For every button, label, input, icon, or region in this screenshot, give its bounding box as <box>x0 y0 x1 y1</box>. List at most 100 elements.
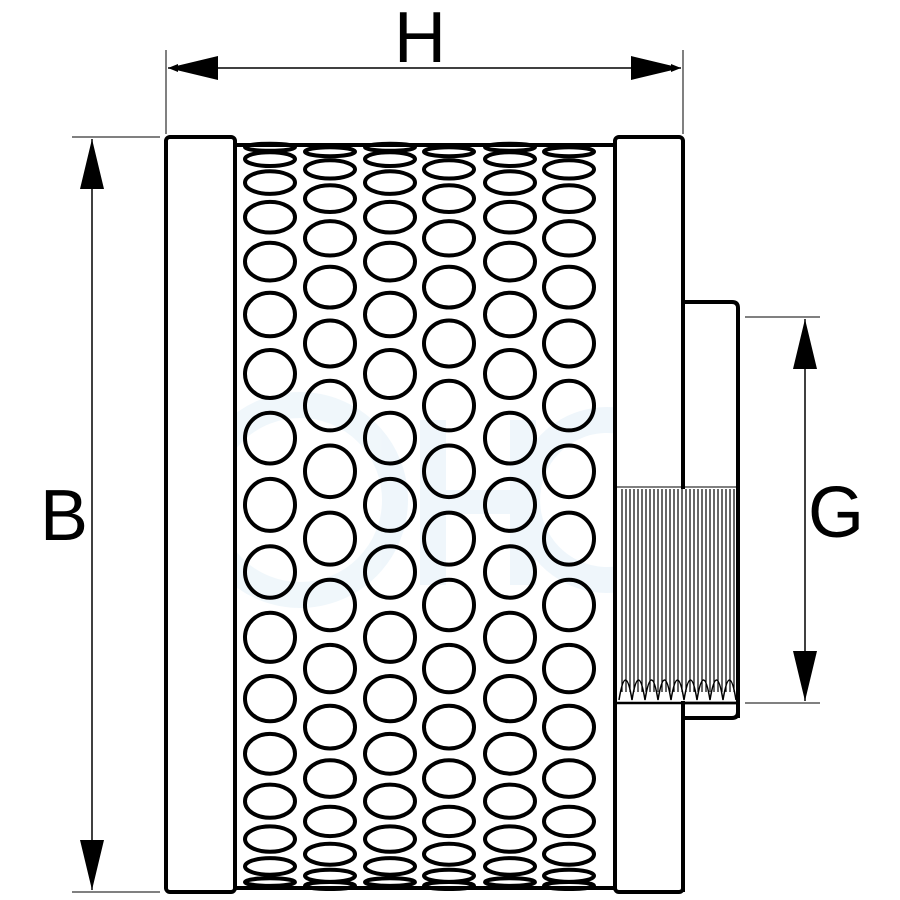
perforated-mesh <box>235 141 615 891</box>
left-end-cap <box>164 135 237 894</box>
thread-crests <box>618 679 737 701</box>
mesh-hole <box>542 158 596 181</box>
mesh-hole <box>542 443 596 500</box>
mesh-hole <box>483 141 537 153</box>
mesh-hole <box>483 731 537 776</box>
watermark-logo <box>192 392 669 608</box>
mesh-hole <box>422 318 476 369</box>
mesh-hole <box>542 510 596 567</box>
mesh-hole <box>243 410 297 466</box>
mesh-hole <box>363 856 417 877</box>
mesh-hole <box>243 731 297 776</box>
mesh-hole <box>303 758 357 799</box>
mesh-hole <box>483 876 537 888</box>
mesh-hole <box>363 544 417 600</box>
mesh-hole <box>542 804 596 839</box>
mesh-hole <box>483 199 537 235</box>
mesh-hole <box>422 443 476 500</box>
mesh-hole <box>422 841 476 867</box>
mesh-hole <box>243 141 297 153</box>
mesh-hole <box>422 264 476 310</box>
mesh-hole <box>542 378 596 433</box>
mesh-hole <box>303 841 357 867</box>
mesh-hole <box>422 219 476 258</box>
mesh-hole <box>542 219 596 258</box>
mesh-hole <box>243 610 297 664</box>
mesh-hole <box>483 240 537 283</box>
mesh-hole <box>483 410 537 466</box>
mesh-hole <box>483 169 537 196</box>
mesh-hole <box>243 856 297 877</box>
mesh-hole <box>363 240 417 283</box>
mesh-hole <box>363 876 417 888</box>
mesh-hole <box>303 264 357 310</box>
mesh-hole <box>483 674 537 724</box>
mesh-hole <box>303 183 357 215</box>
mesh-hole <box>542 577 596 633</box>
mesh-hole <box>303 443 357 500</box>
mesh-hole <box>243 674 297 724</box>
mesh-hole <box>542 841 596 867</box>
mesh-hole <box>483 150 537 169</box>
mesh-hole <box>542 183 596 215</box>
mesh-hole <box>422 510 476 567</box>
mesh-hole <box>542 145 596 159</box>
mesh-hole <box>363 290 417 339</box>
mesh-hole <box>243 544 297 600</box>
mesh-hole <box>363 782 417 820</box>
h-label: H <box>394 0 446 78</box>
mesh-hole <box>303 145 357 159</box>
thread-grooves <box>617 486 740 718</box>
mesh-hole <box>303 642 357 695</box>
mesh-hole <box>363 410 417 466</box>
mesh-hole <box>303 703 357 751</box>
dimension-h: H <box>165 0 684 134</box>
mesh-hole <box>243 169 297 196</box>
mesh-hole <box>422 577 476 633</box>
mesh-hole <box>542 318 596 369</box>
mesh-hole <box>483 824 537 854</box>
dimension-b: B <box>40 136 160 893</box>
mesh-hole <box>243 782 297 820</box>
mesh-hole <box>542 880 596 891</box>
mesh-hole <box>483 610 537 664</box>
mesh-hole <box>303 510 357 567</box>
mesh-hole <box>363 610 417 664</box>
mesh-hole <box>243 876 297 888</box>
mesh-hole <box>422 183 476 215</box>
mesh-hole <box>243 199 297 235</box>
g-label: G <box>808 473 864 553</box>
dimension-g: G <box>745 316 864 704</box>
mesh-hole <box>483 782 537 820</box>
mesh-hole <box>363 731 417 776</box>
mesh-hole <box>303 219 357 258</box>
mesh-hole <box>422 703 476 751</box>
mesh-hole <box>363 141 417 153</box>
mesh-hole <box>303 880 357 891</box>
mesh-hole <box>483 348 537 400</box>
mesh-hole <box>243 476 297 533</box>
mesh-hole <box>422 642 476 695</box>
b-label: B <box>40 476 88 556</box>
mesh-hole <box>422 378 476 433</box>
mesh-hole <box>422 804 476 839</box>
mesh-hole <box>542 264 596 310</box>
mesh-hole <box>363 824 417 854</box>
mesh-hole <box>303 804 357 839</box>
mesh-hole <box>422 758 476 799</box>
mesh-hole <box>542 642 596 695</box>
mesh-hole <box>363 150 417 169</box>
mesh-hole <box>422 880 476 891</box>
mesh-hole <box>422 158 476 181</box>
mesh-hole <box>243 150 297 169</box>
mesh-hole <box>303 577 357 633</box>
mesh-hole <box>483 476 537 533</box>
mesh-hole <box>243 348 297 400</box>
mesh-hole <box>243 240 297 283</box>
mesh-hole <box>542 758 596 799</box>
mesh-hole <box>243 290 297 339</box>
mesh-hole <box>363 199 417 235</box>
mesh-hole <box>303 318 357 369</box>
mesh-hole <box>363 476 417 533</box>
